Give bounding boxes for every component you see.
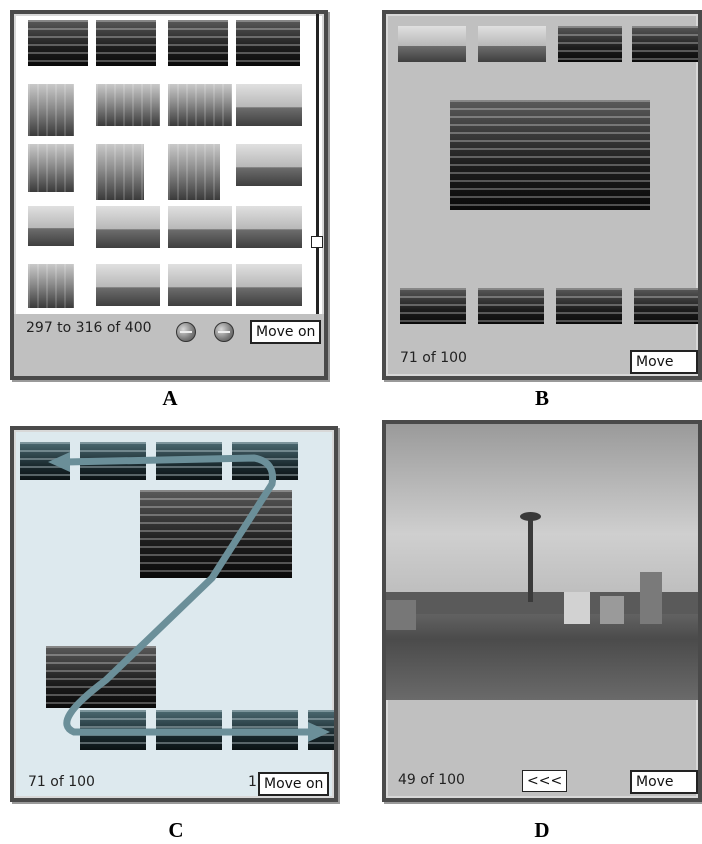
thumbnail[interactable] xyxy=(478,26,546,62)
previous-photo[interactable] xyxy=(46,646,156,708)
full-photo[interactable] xyxy=(386,424,698,700)
photo-counter: 71 of 100 xyxy=(400,350,467,366)
caption-c: C xyxy=(168,818,184,842)
selected-photo[interactable] xyxy=(140,490,292,578)
panel-c: 71 of 100 1 Move on xyxy=(10,426,338,802)
thumbnail[interactable] xyxy=(236,144,302,186)
thumbnail[interactable] xyxy=(28,84,74,136)
thumbnail[interactable] xyxy=(398,26,466,62)
page-marker: 1 xyxy=(248,774,257,790)
thumbnail[interactable] xyxy=(236,20,300,66)
building xyxy=(564,592,590,624)
thumbnail[interactable] xyxy=(478,288,544,324)
selected-photo[interactable] xyxy=(450,100,650,210)
thumbnail[interactable] xyxy=(96,84,160,126)
scrollbar-thumb[interactable] xyxy=(311,236,323,248)
caption-b: B xyxy=(534,386,549,410)
caption-a: A xyxy=(162,386,178,410)
thumbnail[interactable] xyxy=(236,264,302,306)
back-button[interactable]: <<< xyxy=(522,770,568,792)
building xyxy=(640,572,662,624)
move-on-button[interactable]: Move on xyxy=(630,770,698,798)
thumbnail[interactable] xyxy=(558,26,622,62)
thumbnail[interactable] xyxy=(168,206,232,248)
panel-b: 71 of 100 Move on xyxy=(382,10,702,380)
prev-page-button[interactable] xyxy=(176,322,196,342)
thumbnail[interactable] xyxy=(556,288,622,324)
building xyxy=(386,600,416,630)
tower-top xyxy=(520,512,541,521)
thumbnail[interactable] xyxy=(168,144,220,200)
thumbnail[interactable] xyxy=(28,20,88,66)
caption-d: D xyxy=(534,818,550,842)
thumbnail[interactable] xyxy=(96,264,160,306)
photo-counter: 49 of 100 xyxy=(398,772,465,788)
thumbnail[interactable] xyxy=(96,144,144,200)
thumbnail[interactable] xyxy=(632,26,698,62)
thumbnail[interactable] xyxy=(168,264,232,306)
thumbnail[interactable] xyxy=(236,84,302,126)
thumbnail[interactable] xyxy=(28,206,74,246)
move-on-button[interactable]: Move on xyxy=(630,350,698,376)
thumbnail[interactable] xyxy=(96,206,160,248)
thumbnail[interactable] xyxy=(168,84,232,126)
next-page-button[interactable] xyxy=(214,322,234,342)
thumbnail[interactable] xyxy=(28,144,74,192)
photo-counter: 71 of 100 xyxy=(28,774,95,790)
thumbnail[interactable] xyxy=(96,20,156,66)
scrollbar-track[interactable] xyxy=(316,14,319,314)
panel-d: 49 of 100 <<< Move on xyxy=(382,420,702,802)
thumbnail[interactable] xyxy=(400,288,466,324)
thumbnail[interactable] xyxy=(28,264,74,308)
thumbnail[interactable] xyxy=(634,288,698,324)
move-on-button[interactable]: Move on xyxy=(250,320,322,344)
curved-arrow-path-icon xyxy=(48,452,330,742)
building xyxy=(600,596,624,624)
range-counter: 297 to 316 of 400 xyxy=(26,320,152,336)
thumbnail[interactable] xyxy=(236,206,302,248)
tower xyxy=(528,516,533,602)
panel-a: 297 to 316 of 400 Move on xyxy=(10,10,328,380)
move-on-button[interactable]: Move on xyxy=(258,772,330,796)
thumbnail[interactable] xyxy=(168,20,228,66)
